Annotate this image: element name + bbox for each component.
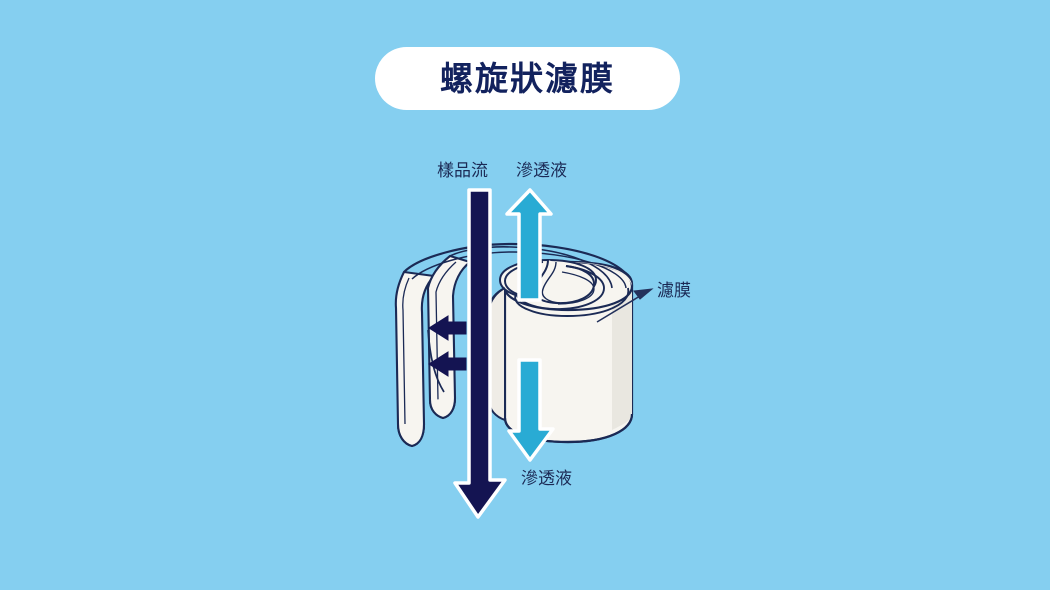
permeate-arrow-up bbox=[505, 188, 553, 302]
membrane-leader-line bbox=[596, 288, 654, 323]
cross-flow-arrows bbox=[428, 315, 467, 377]
page-title-pill: 螺旋狀濾膜 bbox=[375, 47, 680, 110]
label-feed-flow: 樣品流 bbox=[437, 161, 488, 181]
feed-flow-arrow bbox=[453, 188, 507, 519]
label-permeate-bottom: 滲透液 bbox=[521, 469, 572, 489]
label-permeate-top: 滲透液 bbox=[516, 161, 567, 181]
label-membrane: 濾膜 bbox=[657, 281, 691, 301]
page-title: 螺旋狀濾膜 bbox=[440, 59, 615, 98]
permeate-arrow-down bbox=[507, 358, 555, 462]
